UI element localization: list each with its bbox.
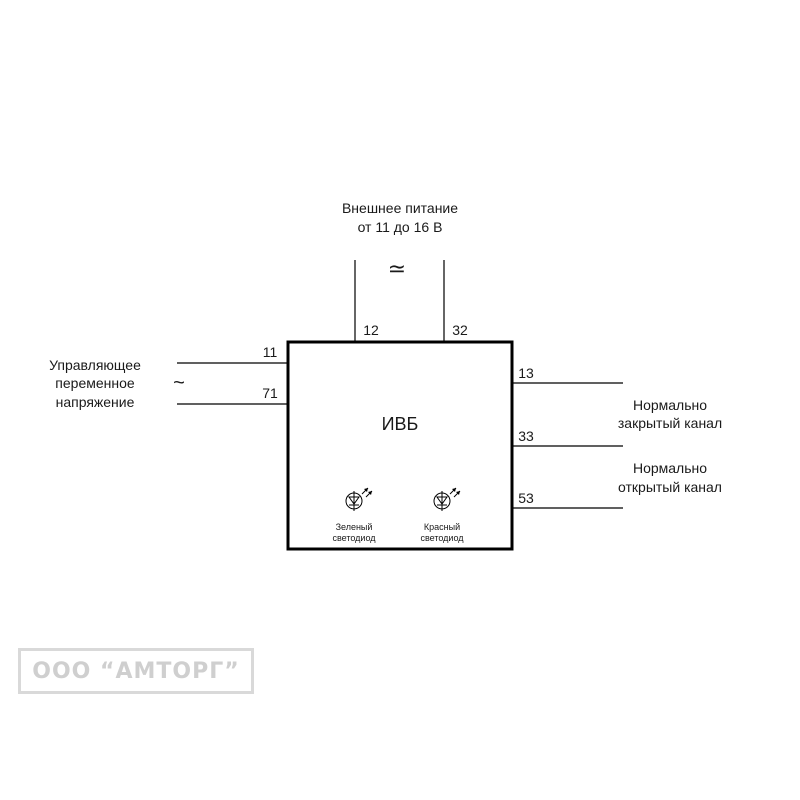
green-led-icon xyxy=(345,487,373,511)
green-led-label-line2: светодиод xyxy=(332,533,376,543)
nc-label-line2: закрытый канал xyxy=(618,415,722,431)
control-label-line1: Управляющее xyxy=(49,357,141,373)
ac-dc-symbol: ≃ xyxy=(388,256,406,281)
company-watermark: ООО “АМТОРГ” xyxy=(18,648,254,694)
power-label-line1: Внешнее питание xyxy=(342,200,458,216)
ivb-block xyxy=(286,340,514,551)
pin-71: 71 xyxy=(262,385,278,401)
red-led-icon xyxy=(433,487,461,511)
block-label: ИВБ xyxy=(382,414,419,434)
control-label-line2: переменное xyxy=(55,375,135,391)
no-label-line1: Нормально xyxy=(633,460,707,476)
power-label-line2: от 11 до 16 В xyxy=(358,219,443,235)
watermark-text: ООО “АМТОРГ” xyxy=(32,658,240,684)
pin-12: 12 xyxy=(363,322,379,338)
pin-33: 33 xyxy=(518,428,534,444)
pin-53: 53 xyxy=(518,490,534,506)
pin-32: 32 xyxy=(452,322,468,338)
pin-13: 13 xyxy=(518,365,534,381)
red-led-label-line2: светодиод xyxy=(420,533,464,543)
red-led-label-line1: Красный xyxy=(424,522,460,532)
ac-symbol: ~ xyxy=(173,372,185,394)
control-label-line3: напряжение xyxy=(56,394,135,410)
no-label-line2: открытый канал xyxy=(618,479,722,495)
pin-11: 11 xyxy=(263,344,278,360)
nc-label-line1: Нормально xyxy=(633,397,707,413)
green-led-label-line1: Зеленый xyxy=(336,522,373,532)
